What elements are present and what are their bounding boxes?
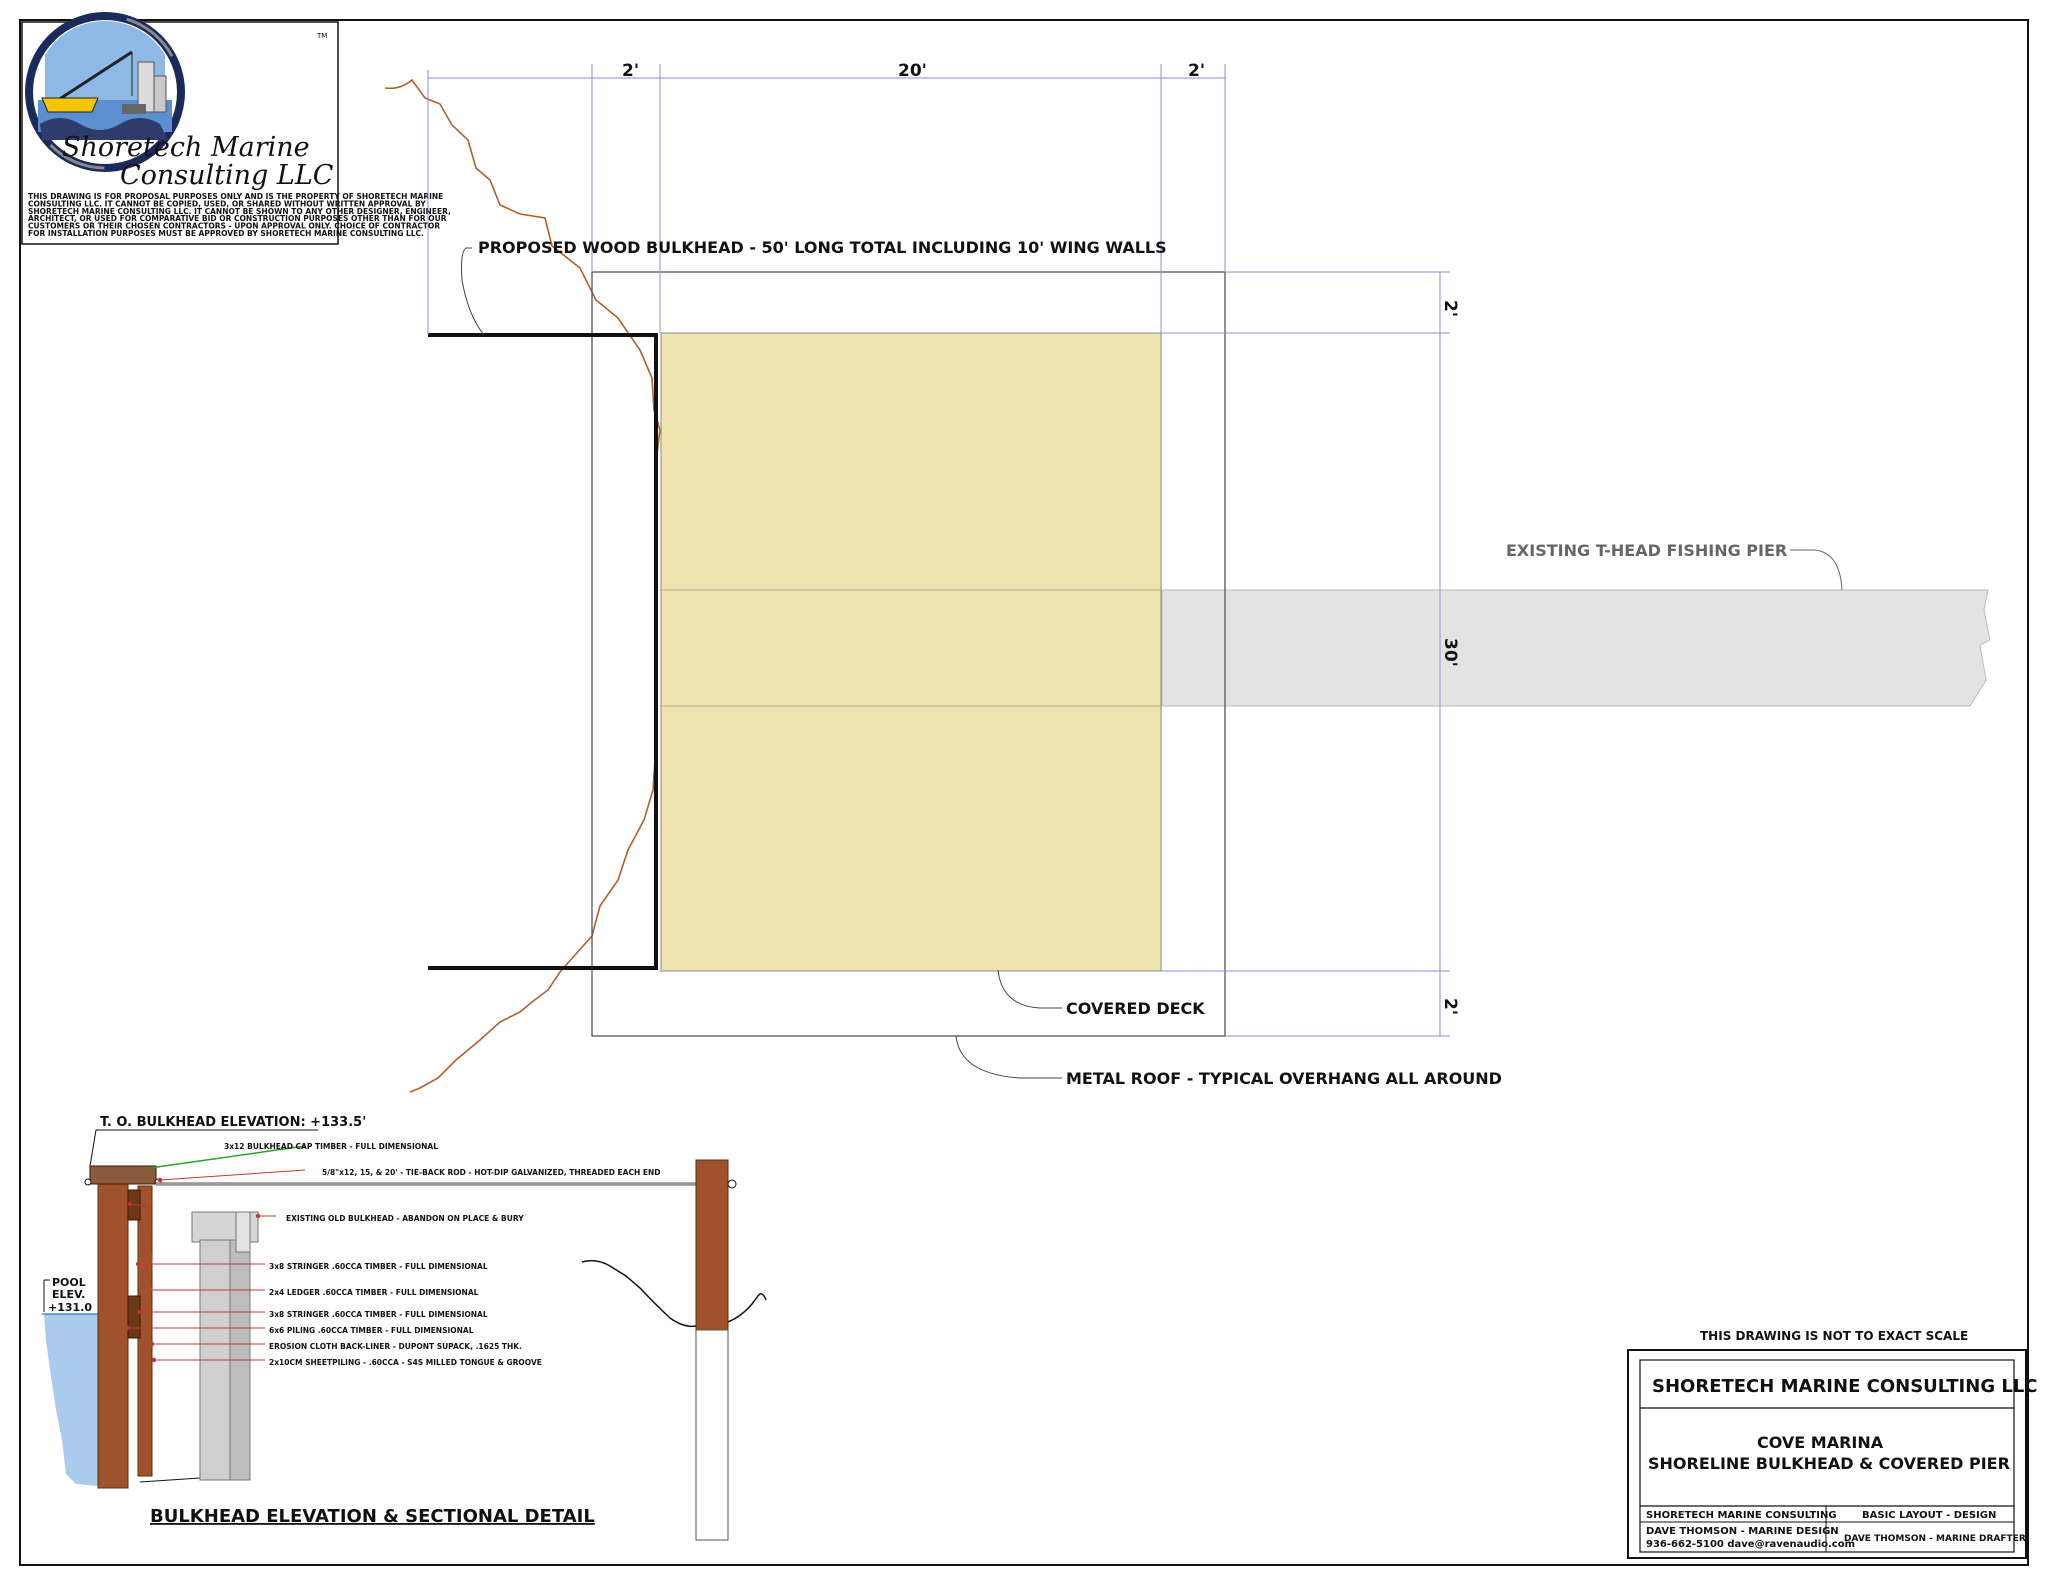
leader-deck xyxy=(997,969,1062,1009)
label-metal-roof: METAL ROOF - TYPICAL OVERHANG ALL AROUND xyxy=(1066,1069,1502,1088)
logo-trademark: TM xyxy=(316,32,327,40)
disclaimer-line: THIS DRAWING IS FOR PROPOSAL PURPOSES ON… xyxy=(28,192,443,201)
title-project-2: SHORELINE BULKHEAD & COVERED PIER xyxy=(1648,1454,2010,1473)
disclaimer-line: SHORETECH MARINE CONSULTING LLC. IT CANN… xyxy=(28,207,451,216)
dim-middle: 20' xyxy=(898,61,927,81)
title-block-inner xyxy=(1639,1359,2015,1553)
dim-vertical-top: 2' xyxy=(1440,300,1460,317)
deadman-lower xyxy=(695,1329,729,1541)
detail-title: BULKHEAD ELEVATION & SECTIONAL DETAIL xyxy=(150,1506,595,1527)
leader-bulkhead xyxy=(461,247,485,336)
leader-cap xyxy=(149,1145,306,1169)
dim-vertical-bottom: 2' xyxy=(1440,998,1460,1015)
disclaimer-line: CONSULTING LLC. IT CANNOT BE COPIED, USE… xyxy=(28,199,426,208)
cell-drafter: DAVE THOMSON - MARINE DRAFTER xyxy=(1844,1534,2026,1544)
detail-note: 2x4 LEDGER .60CCA TIMBER - FULL DIMENSIO… xyxy=(269,1288,479,1297)
note-arrowheads xyxy=(125,1177,261,1363)
bulkhead-wall xyxy=(428,333,658,970)
detail-note: EROSION CLOTH BACK-LINER - DUPONT SUPACK… xyxy=(269,1342,522,1351)
existing-old-bulkhead xyxy=(191,1211,259,1481)
logo-line2: Consulting LLC xyxy=(120,160,334,191)
detail-note: 6x6 PILING .60CCA TIMBER - FULL DIMENSIO… xyxy=(269,1326,474,1335)
title-block-outer xyxy=(1627,1349,2027,1559)
detail-note: 5/8"x12, 15, & 20' - TIE-BACK ROD - HOT-… xyxy=(322,1168,661,1177)
leader-pier xyxy=(1790,549,1843,591)
disclaimer-line: FOR INSTALLATION PURPOSES MUST BE APPROV… xyxy=(28,229,424,238)
dimension-lines xyxy=(427,64,1450,1037)
detail-note: EXISTING OLD BULKHEAD - ABANDON ON PLACE… xyxy=(286,1214,524,1223)
scale-note: THIS DRAWING IS NOT TO EXACT SCALE xyxy=(1700,1329,1968,1343)
dim-vertical-middle: 30' xyxy=(1440,638,1460,667)
title-block: THIS DRAWING IS NOT TO EXACT SCALE SHORE… xyxy=(1627,1329,2038,1559)
logo-emblem xyxy=(25,12,185,172)
metal-roof-outline xyxy=(591,271,1226,1037)
title-project-1: COVE MARINA xyxy=(1757,1433,1884,1452)
label-proposed-bulkhead: PROPOSED WOOD BULKHEAD - 50' LONG TOTAL … xyxy=(478,238,1167,257)
water-body xyxy=(44,1314,98,1486)
logo-disclaimer: THIS DRAWING IS FOR PROPOSAL PURPOSES ON… xyxy=(28,192,451,238)
note-leaders xyxy=(128,1169,306,1361)
disclaimer-line: CUSTOMERS OR THEIR CHOSEN CONTRACTORS - … xyxy=(28,222,440,231)
plan-view: 2' 20' 2' 2' 30' 2' PROPOSED WOOD BULKHE… xyxy=(384,61,1991,1093)
cell-layout: BASIC LAYOUT - DESIGN xyxy=(1862,1510,1996,1521)
deadman-piling xyxy=(695,1159,729,1331)
piling-6x6 xyxy=(97,1173,129,1489)
disclaimer-line: ARCHITECT, OR USED FOR COMPARATIVE BID O… xyxy=(28,214,447,223)
cell-company: SHORETECH MARINE CONSULTING xyxy=(1646,1510,1837,1521)
cell-contact: 936-662-5100 dave@ravenaudio.com xyxy=(1646,1539,1855,1550)
pool-label-3: +131.0 xyxy=(48,1301,92,1314)
sheet-border xyxy=(19,19,2029,1566)
pool-label-2: ELEV. xyxy=(52,1288,85,1301)
bulkhead-section-detail: T. O. BULKHEAD ELEVATION: +133.5' xyxy=(42,1115,767,1541)
leader-roof xyxy=(955,1035,1062,1079)
title-company: SHORETECH MARINE CONSULTING LLC xyxy=(1652,1376,2038,1397)
detail-note: 3x12 BULKHEAD CAP TIMBER - FULL DIMENSIO… xyxy=(224,1142,438,1151)
ground-line xyxy=(581,1259,767,1328)
detail-elevation-label: T. O. BULKHEAD ELEVATION: +133.5' xyxy=(100,1115,366,1130)
label-covered-deck: COVERED DECK xyxy=(1066,999,1205,1018)
detail-note: 2x10CM SHEETPILING - .60CCA - S4S MILLED… xyxy=(269,1358,542,1367)
stringer-lower xyxy=(127,1295,141,1339)
shoreline xyxy=(384,78,661,1093)
detail-note: 3x8 STRINGER .60CCA TIMBER - FULL DIMENS… xyxy=(269,1262,488,1271)
cap-timber xyxy=(89,1165,157,1185)
pool-label-1: POOL xyxy=(52,1276,86,1289)
label-existing-pier: EXISTING T-HEAD FISHING PIER xyxy=(1506,541,1787,560)
detail-notes: 3x12 BULKHEAD CAP TIMBER - FULL DIMENSIO… xyxy=(224,1142,661,1367)
dim-right: 2' xyxy=(1188,61,1205,81)
logo-block: Shoretech Marine Consulting LLC TM THIS … xyxy=(21,12,451,245)
covered-deck xyxy=(660,332,1162,972)
detail-note: 3x8 STRINGER .60CCA TIMBER - FULL DIMENS… xyxy=(269,1310,488,1319)
logo-line1: Shoretech Marine xyxy=(62,132,310,163)
cell-designer: DAVE THOMSON - MARINE DESIGN xyxy=(1646,1526,1839,1537)
dim-left: 2' xyxy=(622,61,639,81)
